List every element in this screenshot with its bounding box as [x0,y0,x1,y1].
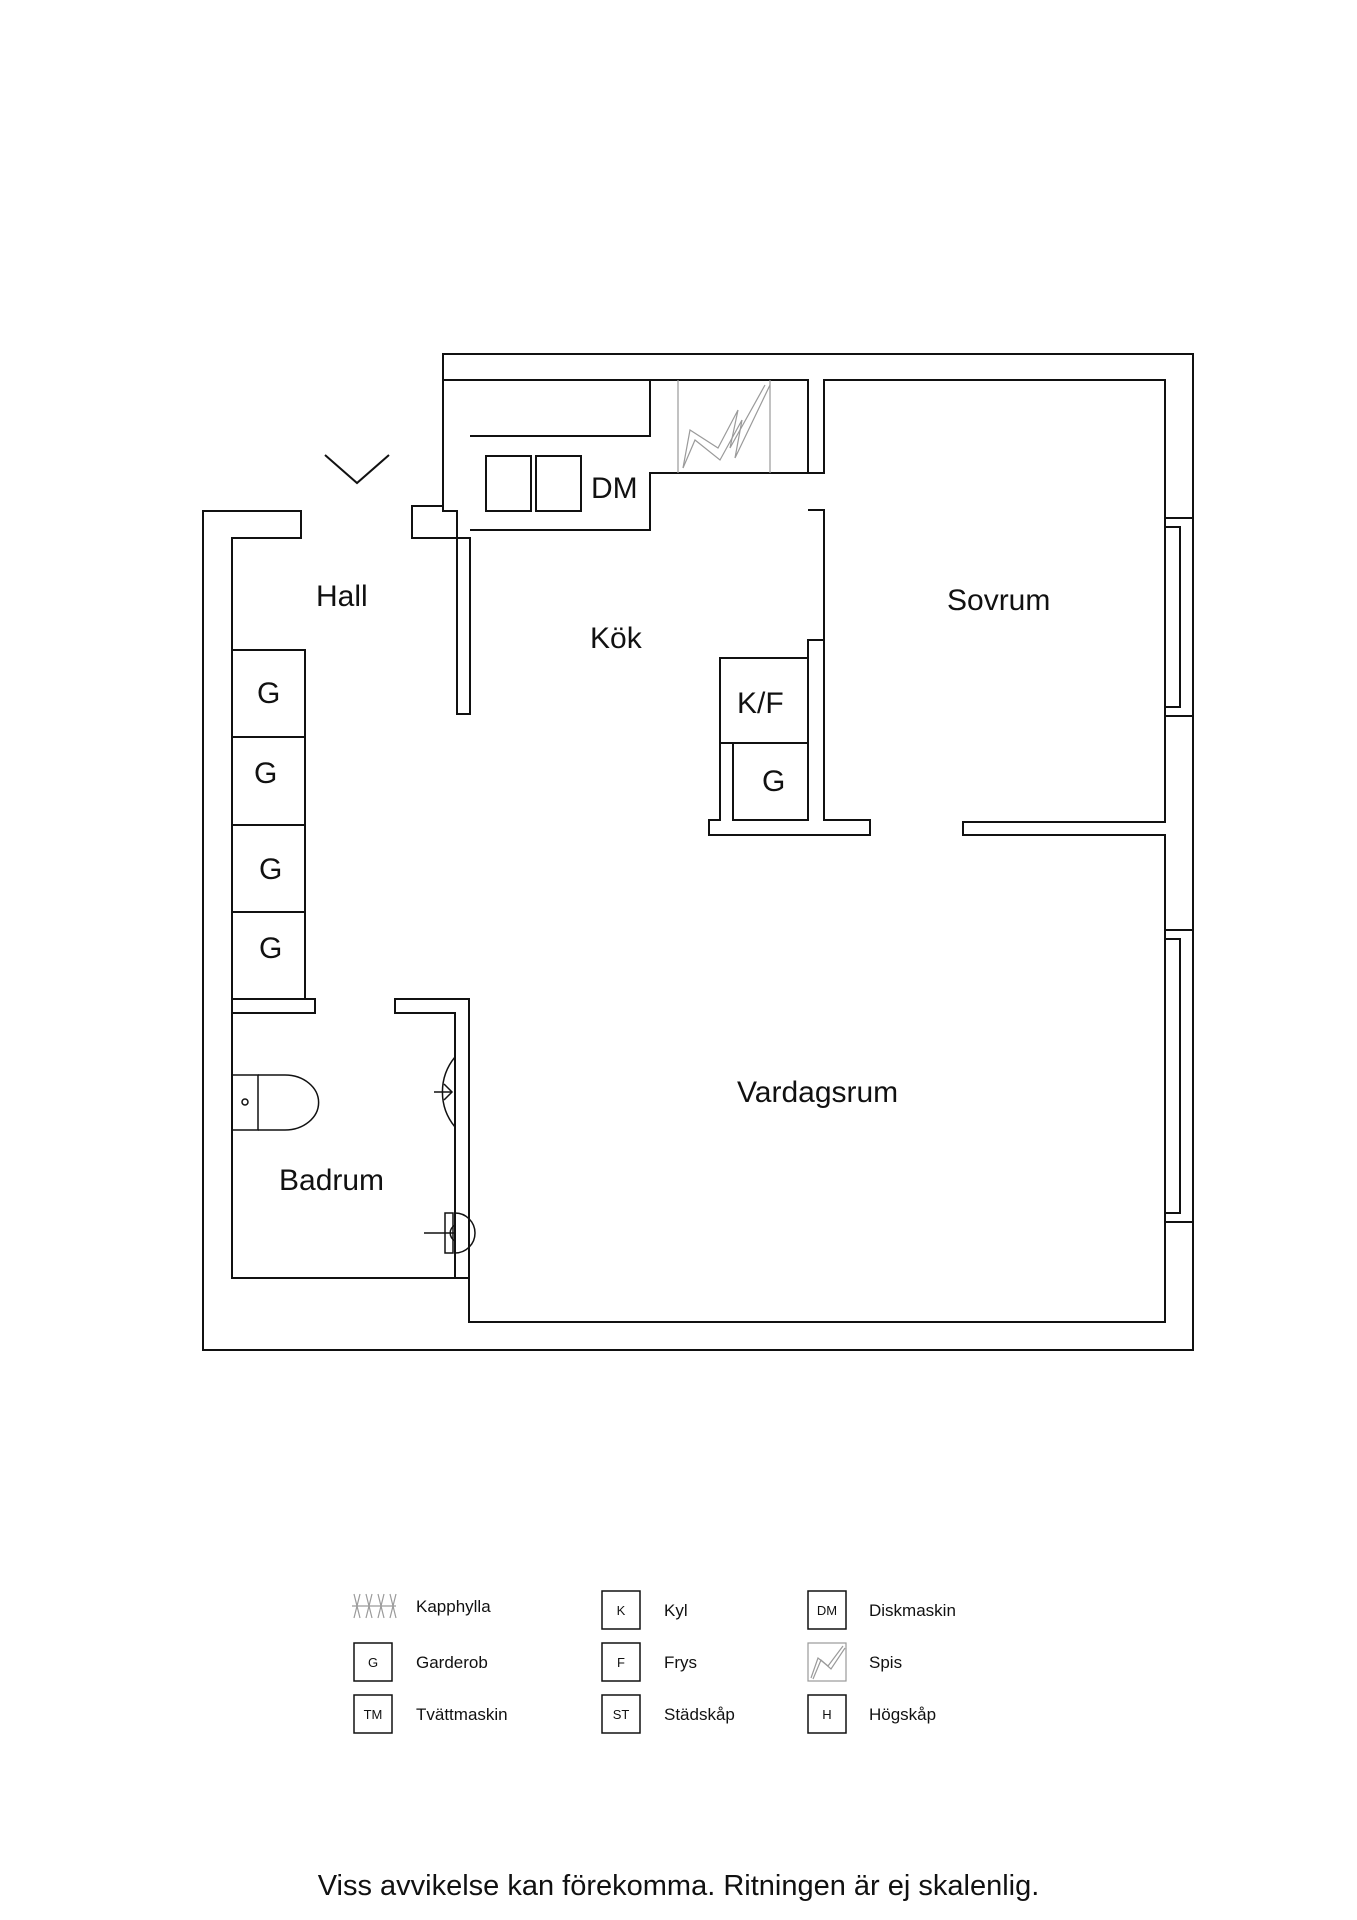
legend-symbol-k: K [617,1603,626,1618]
room-label-kok: Kök [590,622,643,655]
fridge-icon [601,1590,641,1630]
washing-machine-icon [353,1694,393,1734]
fridge-freezer-unit [708,639,871,836]
washbasin-icon [424,1212,476,1254]
legend-symbol-h: H [822,1707,831,1722]
legend-symbol-g: G [368,1655,378,1670]
kitchen-counter [470,379,809,531]
legend-label-frys: Frys [664,1653,697,1672]
living-room-window [1165,929,1194,1223]
stove-icon [677,380,771,473]
dishwasher-label: DM [591,472,638,505]
exterior-walls [202,353,1194,1351]
kitchen-bedroom-wall [808,509,825,641]
disclaimer: Viss avvikelse kan förekomma. Ritningen … [317,1870,1040,1902]
hall-wardrobe-label-1: G [257,677,280,710]
hall-wardrobe-label-2: G [254,757,277,790]
entrance-arrow-icon [324,454,390,485]
legend-label-hogskap: Högskåp [869,1705,936,1724]
dishwasher-icon [807,1590,847,1630]
legend-label-spis: Spis [869,1653,902,1672]
sink-basin-right-icon [535,455,582,512]
hall-wardrobes [231,649,306,1000]
toilet-icon [231,1074,320,1131]
sink-basin-left-icon [485,455,532,512]
room-label-vardagsrum: Vardagsrum [737,1076,898,1109]
tall-cabinet-icon [807,1694,847,1734]
room-label-hall: Hall [316,580,368,613]
fridge-freezer-label: K/F [737,687,784,720]
hall-wardrobe-label-4: G [259,932,282,965]
hall-wardrobe-label-3: G [259,853,282,886]
legend-label-kapphylla: Kapphylla [416,1597,491,1616]
shower-icon [434,1056,456,1128]
coat-rack-icon [352,1593,397,1619]
legend-symbol-f: F [617,1655,625,1670]
bathroom-walls [232,998,470,1279]
stove-legend-icon [807,1642,847,1682]
legend-symbol-tm: TM [364,1707,383,1722]
room-label-sovrum: Sovrum [947,584,1050,617]
freezer-icon [601,1642,641,1682]
legend-label-tvattmaskin: Tvättmaskin [416,1705,508,1724]
legend-label-garderob: Garderob [416,1653,488,1672]
legend-label-stadskap: Städskåp [664,1705,735,1724]
kitchen-wardrobe-label: G [762,765,785,798]
cleaning-cabinet-icon [601,1694,641,1734]
wardrobe-icon [353,1642,393,1682]
legend: Kapphylla G Garderob TM Tvättmaskin K Ky… [352,1590,956,1734]
bedroom-window [1165,517,1194,717]
legend-symbol-dm: DM [817,1603,837,1618]
legend-label-kyl: Kyl [664,1601,688,1620]
room-label-badrum: Badrum [279,1164,384,1197]
legend-symbol-st: ST [613,1707,630,1722]
legend-label-diskmaskin: Diskmaskin [869,1601,956,1620]
